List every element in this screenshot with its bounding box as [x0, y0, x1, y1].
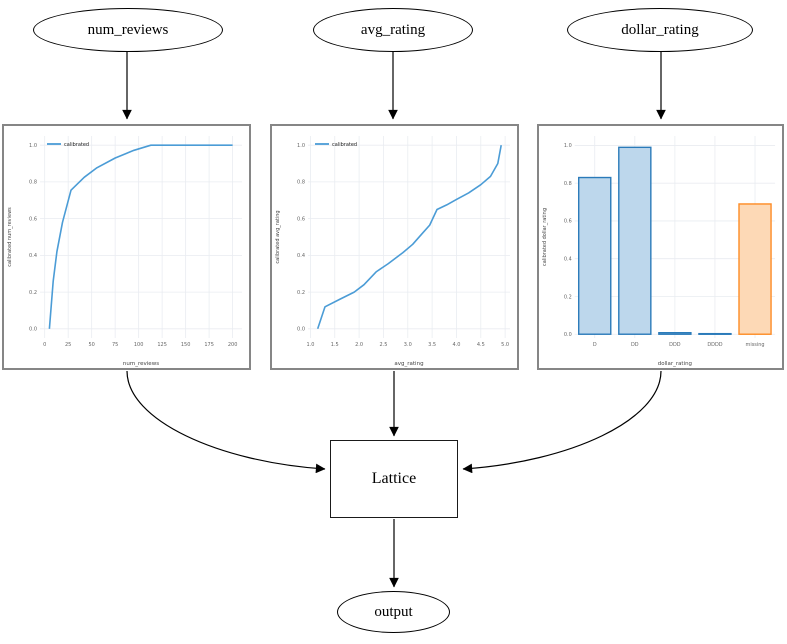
edge-plot1-to-lattice	[126, 370, 326, 474]
svg-text:2.0: 2.0	[355, 342, 363, 348]
calibrator-plot-num-reviews: 0.0 0.2 0.4 0.6 0.8 1.0 0 25 50 75 100 125 150 175 200…	[2, 124, 251, 370]
svg-text:4.0: 4.0	[452, 342, 460, 348]
svg-text:dollar_rating: dollar_rating	[658, 361, 692, 367]
svg-text:2.5: 2.5	[379, 342, 387, 348]
calibrator-plot-avg-rating: 0.0 0.2 0.4 0.6 0.8 1.0 1.0 1.5 2.0 2.5 3.0 3.5 4.0 4…	[270, 124, 519, 370]
svg-text:3.0: 3.0	[404, 342, 412, 348]
svg-text:1.0: 1.0	[564, 143, 572, 149]
svg-text:0: 0	[43, 342, 46, 348]
svg-text:0.4: 0.4	[297, 253, 305, 259]
svg-text:125: 125	[157, 342, 167, 348]
svg-text:0.2: 0.2	[297, 290, 305, 296]
svg-text:50: 50	[88, 342, 94, 348]
svg-text:missing: missing	[746, 342, 765, 348]
svg-text:D: D	[593, 342, 597, 348]
svg-text:75: 75	[112, 342, 118, 348]
svg-text:0.2: 0.2	[29, 290, 37, 296]
svg-text:25: 25	[65, 342, 71, 348]
svg-text:0.2: 0.2	[564, 294, 572, 300]
svg-text:0.6: 0.6	[564, 219, 572, 225]
svg-text:0.0: 0.0	[297, 327, 305, 333]
svg-text:calibrated num_reviews: calibrated num_reviews	[7, 207, 13, 267]
svg-text:calibrated avg_rating: calibrated avg_rating	[275, 210, 281, 263]
svg-text:100: 100	[134, 342, 144, 348]
node-avg-rating: avg_rating	[313, 8, 473, 52]
edge-plot3-to-lattice	[462, 370, 662, 474]
svg-text:1.0: 1.0	[29, 143, 37, 149]
svg-text:0.8: 0.8	[564, 181, 572, 187]
svg-text:0.8: 0.8	[29, 180, 37, 186]
svg-text:DDD: DDD	[669, 342, 681, 348]
svg-text:DDDD: DDDD	[707, 342, 722, 348]
svg-text:0.0: 0.0	[564, 332, 572, 338]
svg-text:0.0: 0.0	[29, 327, 37, 333]
svg-text:num_reviews: num_reviews	[123, 361, 159, 367]
svg-text:5.0: 5.0	[501, 342, 509, 348]
node-num-reviews: num_reviews	[33, 8, 223, 52]
svg-text:1.5: 1.5	[331, 342, 339, 348]
svg-text:avg_rating: avg_rating	[394, 361, 423, 367]
svg-text:0.6: 0.6	[297, 216, 305, 222]
svg-text:1.0: 1.0	[297, 143, 305, 149]
svg-text:calibrated: calibrated	[64, 142, 89, 148]
svg-text:0.4: 0.4	[29, 253, 37, 259]
svg-text:calibrated dollar_rating: calibrated dollar_rating	[542, 208, 548, 266]
svg-text:DD: DD	[631, 342, 639, 348]
svg-text:calibrated: calibrated	[332, 142, 357, 148]
svg-text:150: 150	[181, 342, 191, 348]
svg-text:3.5: 3.5	[428, 342, 436, 348]
svg-text:0.4: 0.4	[564, 256, 572, 262]
node-lattice: Lattice	[330, 440, 458, 518]
node-output: output	[337, 591, 450, 633]
node-dollar-rating: dollar_rating	[567, 8, 753, 52]
svg-text:4.5: 4.5	[477, 342, 485, 348]
svg-text:0.6: 0.6	[29, 216, 37, 222]
svg-text:0.8: 0.8	[297, 180, 305, 186]
svg-text:175: 175	[204, 342, 214, 348]
svg-text:1.0: 1.0	[306, 342, 314, 348]
svg-text:200: 200	[228, 342, 238, 348]
